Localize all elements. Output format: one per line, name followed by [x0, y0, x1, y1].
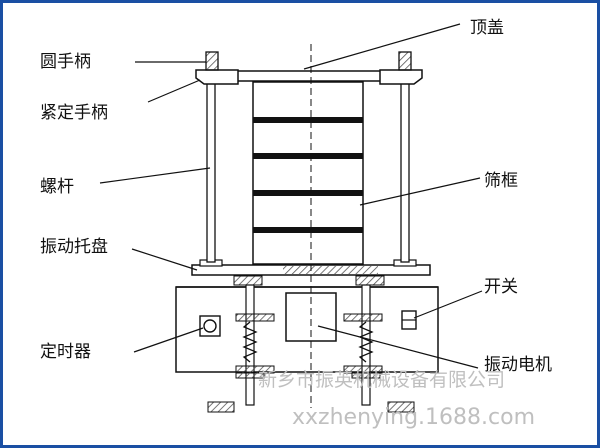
sieve-layer-1 [253, 117, 363, 123]
label-vibration-tray: 振动托盘 [40, 237, 108, 257]
watermark-url: xxzhenying.1688.com [292, 405, 535, 430]
label-top-cover: 顶盖 [470, 18, 504, 38]
tightening-handle-left [195, 69, 239, 85]
sieve-layer-3 [253, 190, 363, 196]
watermark-company: 新乡市振英机械设备有限公司 [258, 369, 505, 391]
motor-plate-upper-left [235, 313, 275, 322]
foot-left [207, 401, 235, 413]
spring-right [358, 321, 374, 363]
label-screw-rod: 螺杆 [40, 177, 74, 197]
round-handle-right [398, 51, 412, 71]
motor-plate-upper-right [343, 313, 383, 322]
spring-left [242, 321, 258, 363]
tray-support-left [233, 275, 263, 286]
screw-rod-left [206, 79, 216, 263]
label-vibration-motor: 振动电机 [484, 355, 552, 375]
sieve-stack [252, 81, 364, 265]
tray-support-right [355, 275, 385, 286]
sieve-layer-4 [253, 227, 363, 233]
label-tightening-handle: 紧定手柄 [40, 103, 108, 123]
round-handle-left [205, 51, 219, 71]
label-sieve-frame: 筛框 [484, 171, 518, 191]
tightening-handle-right [379, 69, 423, 85]
foot-right [387, 401, 415, 413]
label-switch: 开关 [484, 277, 518, 297]
top-cover [235, 70, 383, 82]
label-round-handle: 圆手柄 [40, 52, 91, 72]
screw-rod-right [400, 79, 410, 263]
label-timer: 定时器 [40, 342, 91, 362]
sieve-layer-2 [253, 153, 363, 159]
